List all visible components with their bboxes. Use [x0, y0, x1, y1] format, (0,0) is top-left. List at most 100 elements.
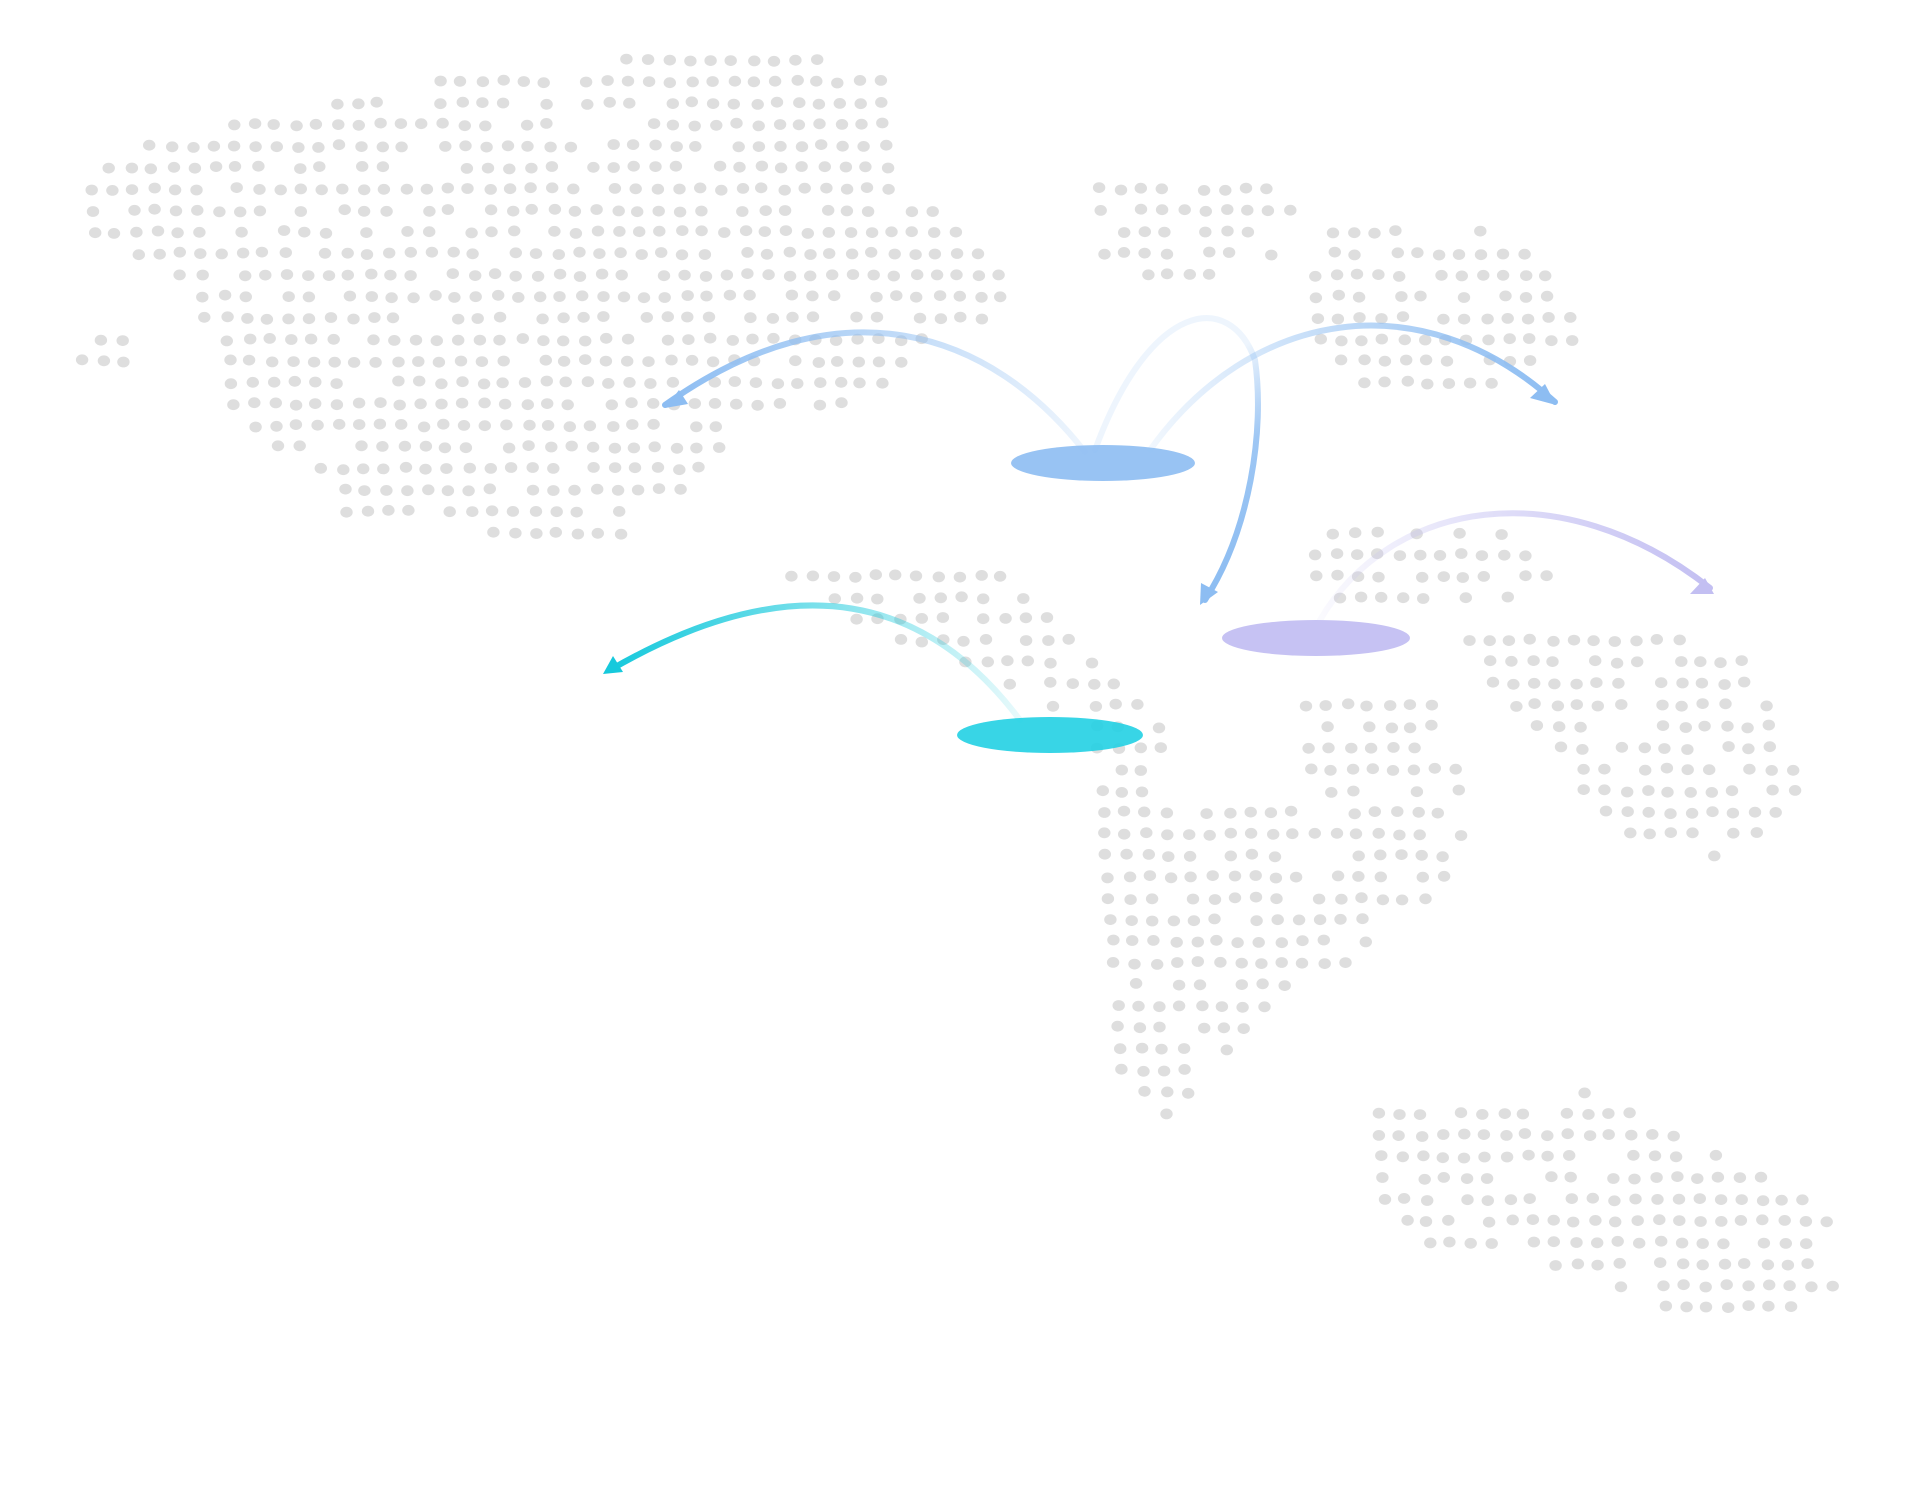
land-dot	[926, 206, 939, 217]
land-dot	[506, 506, 520, 517]
land-dot	[1372, 827, 1385, 839]
land-dot	[357, 463, 370, 475]
land-dot	[331, 98, 344, 110]
land-dot	[1178, 1064, 1191, 1075]
land-dot	[477, 378, 491, 390]
land-dot	[791, 378, 804, 389]
land-dot	[1200, 808, 1213, 819]
land-dot	[599, 355, 613, 367]
land-dot	[1685, 807, 1699, 819]
land-dot	[1502, 635, 1516, 646]
land-dot	[670, 141, 683, 153]
land-dot	[635, 249, 648, 260]
land-dot	[692, 461, 705, 473]
land-dot	[1481, 1195, 1495, 1206]
land-dot	[508, 225, 521, 237]
land-dot	[706, 356, 720, 368]
land-dot	[548, 203, 562, 215]
land-dot	[394, 118, 408, 129]
land-dot	[601, 75, 614, 86]
land-dot	[385, 292, 398, 304]
land-dot	[933, 290, 947, 301]
land-dot	[553, 291, 566, 302]
land-dot	[1498, 1108, 1512, 1119]
land-dot	[666, 376, 680, 388]
land-dot	[1500, 1130, 1513, 1141]
land-dot	[1183, 829, 1196, 840]
land-dot	[520, 119, 534, 131]
land-dot	[1419, 1216, 1433, 1227]
land-dot	[1608, 1195, 1621, 1207]
land-dot	[1117, 805, 1131, 817]
land-dot	[545, 161, 559, 172]
land-dot	[526, 484, 540, 496]
land-dot	[975, 570, 988, 581]
land-dot	[289, 419, 303, 430]
hub-cyan	[957, 717, 1143, 753]
land-dot	[1003, 678, 1016, 690]
land-dot	[1066, 678, 1080, 689]
land-dot	[380, 485, 393, 496]
land-dot	[218, 289, 232, 301]
land-dot	[715, 184, 728, 196]
land-dot	[523, 419, 536, 431]
land-dot	[143, 139, 156, 151]
land-dot	[517, 76, 530, 87]
land-dot	[953, 290, 966, 302]
land-dot	[1098, 248, 1111, 260]
land-dot	[1428, 762, 1442, 774]
land-dot	[1208, 894, 1222, 905]
land-dot	[812, 357, 825, 368]
land-dot	[811, 54, 824, 65]
land-dot	[239, 270, 252, 282]
land-dot	[955, 591, 968, 603]
land-dot	[1147, 935, 1160, 946]
land-dot	[1614, 1281, 1628, 1293]
land-dot	[526, 462, 539, 473]
land-dot	[1679, 722, 1693, 733]
land-dot	[338, 204, 351, 216]
land-dot	[1775, 1194, 1788, 1206]
land-dot	[1463, 377, 1477, 389]
land-dot	[644, 378, 657, 389]
land-dot	[1203, 829, 1216, 841]
land-dot	[559, 376, 572, 388]
land-dot	[125, 162, 139, 174]
land-dot	[637, 292, 651, 304]
land-dot	[689, 141, 702, 152]
land-dot	[1655, 677, 1668, 689]
land-dot	[1330, 827, 1344, 839]
land-dot	[263, 333, 276, 344]
land-dot	[1589, 655, 1602, 667]
land-dot	[865, 227, 879, 239]
land-dot	[1694, 1216, 1707, 1227]
land-dot	[457, 420, 471, 431]
land-dot	[1485, 377, 1498, 389]
land-dot	[730, 398, 743, 410]
land-dot	[1386, 765, 1400, 776]
land-dot	[1570, 678, 1583, 690]
land-dot	[1748, 806, 1762, 818]
land-dot	[1646, 1129, 1659, 1140]
land-dot	[1675, 700, 1688, 712]
land-dot	[972, 270, 986, 282]
land-dot	[440, 463, 453, 474]
land-dot	[1326, 227, 1340, 239]
land-dot	[401, 226, 414, 237]
land-dot	[1395, 849, 1408, 860]
land-dot	[1237, 1023, 1250, 1034]
land-dot	[1549, 1260, 1562, 1271]
land-dot	[1718, 1258, 1732, 1270]
land-dot	[1459, 592, 1473, 604]
land-dot	[1762, 1300, 1775, 1312]
land-dot	[890, 290, 903, 301]
land-dot	[484, 184, 497, 195]
land-dot	[309, 376, 322, 388]
land-dot	[107, 228, 121, 239]
land-dot	[509, 527, 522, 539]
land-dot	[248, 397, 261, 409]
land-dot	[846, 269, 860, 280]
land-dot	[1137, 1065, 1150, 1077]
land-dot	[393, 399, 406, 411]
land-dot	[1542, 312, 1555, 323]
